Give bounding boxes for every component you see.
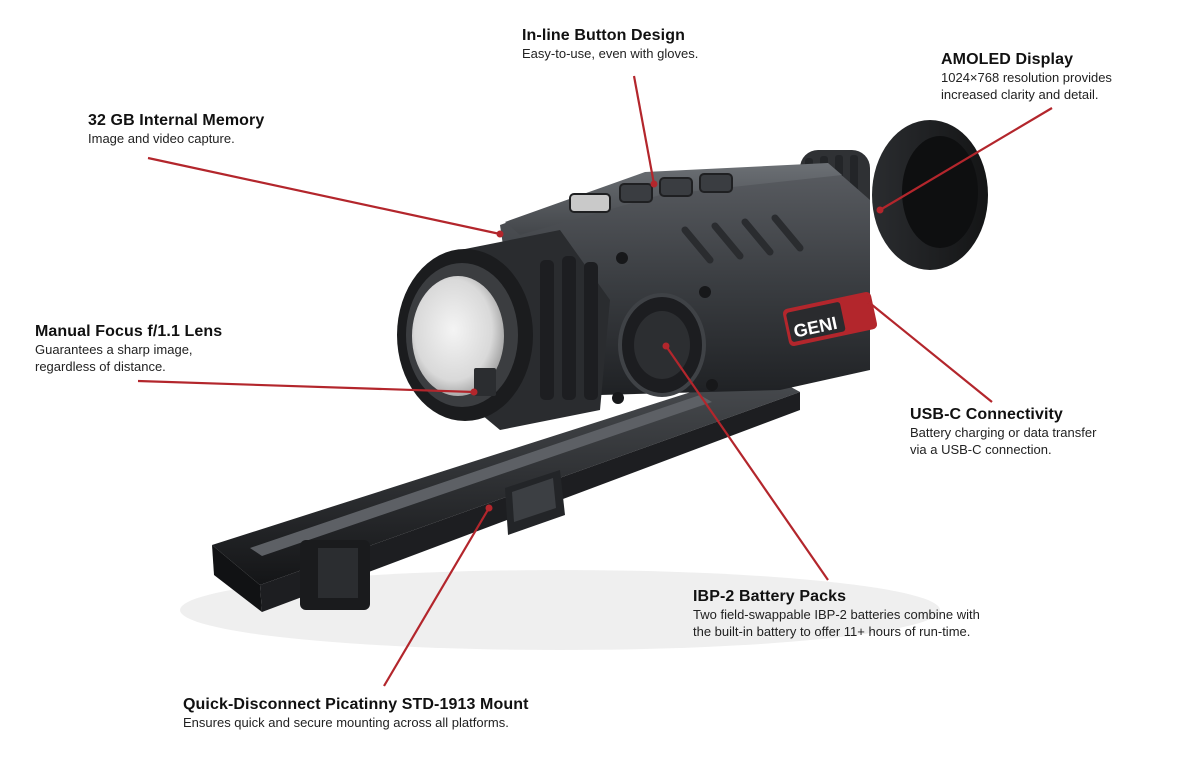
leader-buttons: [632, 75, 656, 185]
leader-memory: [147, 156, 501, 236]
callout-description: Ensures quick and secure mounting across…: [183, 715, 509, 730]
callout-title: Manual Focus f/1.1 Lens: [35, 323, 223, 340]
callout-focus-lens: Manual Focus f/1.1 Lens Guarantees a sha…: [35, 322, 222, 375]
picatinny-mount: [212, 370, 800, 612]
leader-lens: [137, 379, 475, 394]
leader-battery: [665, 345, 829, 581]
callout-description: Guarantees a sharp image,: [35, 342, 193, 357]
callout-description: regardless of distance.: [35, 359, 166, 374]
callout-leader-lines: [137, 75, 1053, 687]
callout-description: the built-in battery to offer 11+ hours …: [693, 624, 971, 639]
callout-description: 1024×768 resolution provides: [941, 70, 1112, 85]
callout-title: USB-C Connectivity: [910, 406, 1063, 423]
callout-description: Two field-swappable IBP-2 batteries comb…: [693, 607, 980, 622]
callout-title: AMOLED Display: [941, 51, 1074, 68]
callout-description: via a USB-C connection.: [910, 442, 1052, 457]
callout-button-design: In-line Button Design Easy-to-use, even …: [522, 26, 698, 62]
callout-endpoints: [470, 180, 884, 512]
callout-description: increased clarity and detail.: [941, 87, 1099, 102]
callout-picatinny-mount: Quick-Disconnect Picatinny STD-1913 Moun…: [183, 695, 529, 731]
callout-title: 32 GB Internal Memory: [88, 112, 265, 129]
objective-lens: [397, 230, 610, 430]
callout-title: In-line Button Design: [522, 27, 685, 44]
callout-description: Battery charging or data transfer: [910, 425, 1097, 440]
callout-description: Image and video capture.: [88, 131, 235, 146]
callout-amoled-display: AMOLED Display 1024×768 resolution provi…: [941, 50, 1112, 103]
callout-internal-memory: 32 GB Internal Memory Image and video ca…: [88, 111, 264, 147]
leader-usb: [865, 299, 993, 403]
callout-description: Easy-to-use, even with gloves.: [522, 46, 699, 61]
callout-battery-packs: IBP-2 Battery Packs Two field-swappable …: [693, 587, 980, 640]
leader-mount: [383, 507, 490, 687]
callout-usb-c: USB-C Connectivity Battery charging or d…: [910, 405, 1096, 458]
callout-title: Quick-Disconnect Picatinny STD-1913 Moun…: [183, 696, 529, 713]
callout-title: IBP-2 Battery Packs: [693, 588, 847, 605]
leader-display: [879, 107, 1053, 211]
